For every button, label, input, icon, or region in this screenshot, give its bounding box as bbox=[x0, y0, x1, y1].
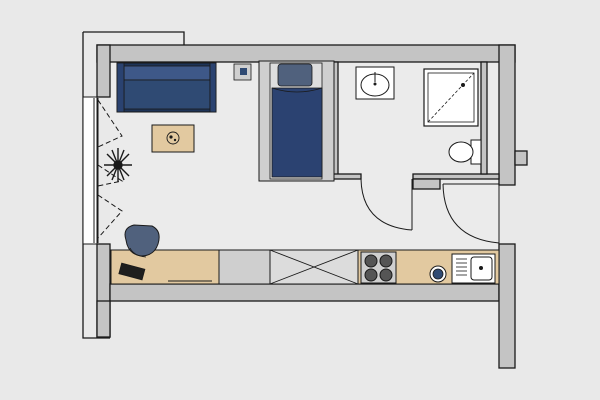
cooktop-icon[interactable] bbox=[360, 251, 397, 284]
shower-tray-icon[interactable] bbox=[423, 68, 479, 127]
office-chair-icon[interactable] bbox=[124, 224, 160, 258]
bathroom-wall-bottom-b bbox=[412, 173, 500, 180]
kitchen-sink-icon[interactable] bbox=[451, 253, 496, 284]
wall-right-upper bbox=[498, 44, 516, 186]
laptop-icon bbox=[118, 262, 146, 281]
bathroom-partition bbox=[480, 61, 488, 175]
entrance-door[interactable] bbox=[442, 183, 500, 244]
bathroom-door[interactable] bbox=[360, 178, 413, 231]
sofa bbox=[116, 62, 217, 113]
bathroom-wall-bottom-a bbox=[332, 173, 362, 180]
wall-bottom bbox=[109, 283, 500, 302]
toilet-icon[interactable] bbox=[448, 139, 482, 165]
coffee-table-icon bbox=[151, 124, 195, 153]
plant-icon bbox=[104, 148, 132, 182]
wall-right-stub bbox=[514, 150, 528, 166]
storage-cabinet[interactable] bbox=[218, 249, 271, 285]
wall-right-lower bbox=[498, 243, 516, 369]
kettle-icon bbox=[429, 265, 447, 283]
washbasin-icon[interactable] bbox=[355, 66, 395, 100]
side-table-icon bbox=[233, 63, 252, 81]
appliance-icon[interactable] bbox=[269, 249, 359, 285]
bathroom-corner-jamb bbox=[412, 178, 441, 190]
wall-bottom-left-pier bbox=[96, 300, 111, 338]
bed-icon bbox=[258, 60, 335, 182]
balcony-doors[interactable] bbox=[93, 98, 124, 243]
walls bbox=[96, 44, 528, 369]
balcony-strip bbox=[82, 96, 98, 245]
wall-left-upper bbox=[96, 44, 111, 98]
wall-top bbox=[96, 44, 516, 63]
